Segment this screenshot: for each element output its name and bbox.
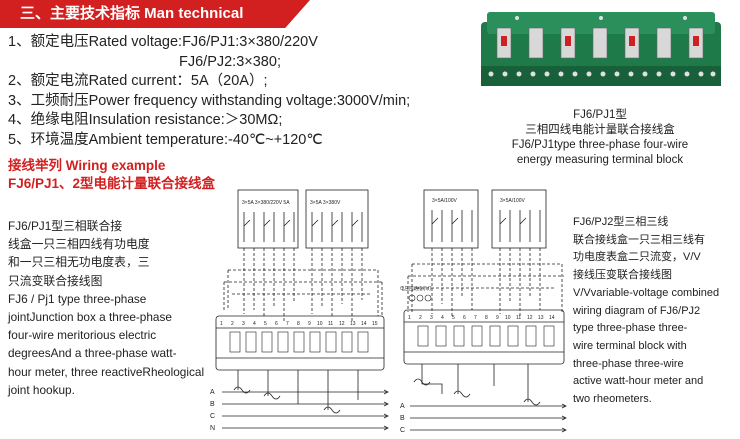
- terminal-number: 4: [253, 321, 256, 327]
- terminal-number: 3: [242, 321, 245, 327]
- left-desc-line: degreesAnd a three-phase watt-: [8, 346, 177, 361]
- phase-label-b: B: [400, 415, 405, 422]
- wiring-diagram-pj1: 3×5A 3×380/220V 5A 3×5A 3×380V 1 2 3 4 5…: [210, 189, 389, 432]
- phase-label-a: A: [210, 389, 215, 396]
- spec-list: 1、额定电压Rated voltage:FJ6/PJ1:3×380/220V F…: [8, 33, 418, 151]
- terminal-number: 11: [516, 315, 521, 321]
- right-desc-line: 功电度表盒二只流变，V/V: [573, 251, 701, 264]
- left-desc-line: joint hookup.: [8, 382, 75, 397]
- left-desc-line: FJ6 / Pj1 type three-phase: [8, 291, 147, 306]
- meter1-label-pj2: 3×5A/100V: [432, 198, 458, 204]
- terminal-number: 12: [527, 315, 533, 321]
- terminal-number: 12: [339, 321, 345, 327]
- right-desc-line: active watt-hour meter and: [573, 375, 704, 388]
- left-desc-line: jointJunction box a three-phase: [8, 310, 172, 325]
- left-desc-line: 和一只三相无功电度表，三: [8, 255, 150, 270]
- spec-temperature: 5、环境温度Ambient temperature:-40℃~+120℃: [8, 131, 323, 148]
- terminal-number: 5: [264, 321, 267, 327]
- spec-voltage: 1、额定电压Rated voltage:FJ6/PJ1:3×380/220V: [8, 34, 318, 50]
- terminal-number: 13: [350, 321, 356, 327]
- phase-label-c: C: [210, 413, 215, 420]
- terminal-number: 15: [372, 321, 378, 327]
- right-desc-line: 接线压变联合接线图: [573, 269, 672, 282]
- right-description: FJ6/PJ2型三相三线 联合接线盒一只三相三线有 功电度表盒二只流变，V/V …: [573, 214, 738, 409]
- terminal-block-pj2: [403, 309, 565, 365]
- right-desc-line: two rheometers.: [573, 393, 652, 406]
- section-banner: 三、主要技术指标 Man technical parameter: [0, 0, 310, 28]
- wiring-heading: 接线举列 Wiring example FJ6/PJ1、2型电能计量联合接线盒: [8, 157, 215, 193]
- meter-reactive-pj2: [491, 189, 547, 249]
- meter1-label: 3×5A 3×380/220V 5A: [242, 200, 290, 206]
- product-caption: FJ6/PJ1型 三相四线电能计量联合接线盒 FJ6/PJ1type three…: [470, 108, 730, 168]
- right-desc-line: FJ6/PJ2型三相三线: [573, 216, 669, 228]
- phase-label-n: N: [210, 425, 215, 432]
- left-desc-line: FJ6/PJ1型三相联合接: [8, 219, 123, 233]
- wiring-heading-subtitle: FJ6/PJ1、2型电能计量联合接线盒: [8, 176, 216, 191]
- right-desc-line: type three-phase three-: [573, 322, 688, 335]
- spec-insulation: 4、绝缘电阻Insulation resistance:＞30MΩ;: [8, 112, 283, 129]
- terminal-number: 13: [538, 315, 544, 321]
- terminal-number: 2: [419, 315, 422, 321]
- meter-reactive: [305, 189, 369, 249]
- right-desc-line: 联合接线盒一只三相三线有: [573, 233, 705, 246]
- terminal-number: 8: [485, 315, 488, 321]
- product-name-en-1: FJ6/PJ1type three-phase four-wire: [511, 139, 689, 151]
- terminal-number: 4: [441, 315, 444, 321]
- terminal-number: 11: [328, 321, 333, 327]
- right-desc-line: wiring diagram of FJ6/PJ2: [573, 304, 701, 317]
- right-desc-line: wire terminal block with: [573, 339, 687, 352]
- left-desc-line: hour meter, three reactiveRheological: [8, 364, 205, 379]
- terminal-number: 1: [408, 315, 411, 321]
- spec-voltage-pj2: FJ6/PJ2:3×380;: [179, 53, 281, 70]
- left-desc-line: 只流变联合接线图: [8, 273, 103, 288]
- terminal-number: 7: [474, 315, 477, 321]
- terminal-number: 9: [308, 321, 311, 327]
- phase-label-c: C: [400, 427, 405, 434]
- phase-label-a: A: [400, 403, 405, 410]
- wiring-heading-title: 接线举列 Wiring example: [8, 158, 166, 173]
- phase-label-b: B: [210, 401, 215, 408]
- left-desc-line: four-wire meritorious electric: [8, 328, 157, 343]
- meter-active: [237, 189, 299, 249]
- terminal-number: 14: [549, 315, 555, 321]
- product-name-en-2: energy measuring terminal block: [516, 154, 684, 166]
- spec-current: 2、额定电流Rated current：5A（20A）;: [8, 73, 268, 90]
- product-model: FJ6/PJ1型: [573, 109, 627, 121]
- lamp-label: 电压回路指示灯: [400, 285, 432, 292]
- terminal-number: 14: [361, 321, 367, 327]
- terminal-number: 10: [505, 315, 511, 321]
- meter-active-pj2: [423, 189, 479, 249]
- left-desc-line: 线盒一只三相四线有功电度: [8, 237, 150, 252]
- terminal-number: 6: [463, 315, 466, 321]
- meter2-label-pj2: 3×5A/100V: [500, 198, 526, 204]
- meter2-label: 3×5A 3×380V: [310, 200, 341, 206]
- terminal-number: 8: [297, 321, 300, 327]
- terminal-number: 10: [317, 321, 323, 327]
- terminal-number: 6: [275, 321, 278, 327]
- left-description: FJ6/PJ1型三相联合接 线盒一只三相四线有功电度 和一只三相无功电度表，三 …: [8, 217, 208, 399]
- terminal-number: 9: [496, 315, 499, 321]
- right-desc-line: V/Vvariable-voltage combined: [573, 286, 720, 299]
- terminal-number: 3: [430, 315, 433, 321]
- product-name-cn: 三相四线电能计量联合接线盒: [525, 124, 675, 136]
- terminal-number: 1: [220, 321, 223, 327]
- terminal-block-photo: [481, 12, 721, 86]
- terminal-block-pj1: [215, 315, 385, 371]
- terminal-number: 2: [231, 321, 234, 327]
- terminal-number: 7: [286, 321, 289, 327]
- wiring-diagram-pj2: 3×5A/100V 3×5A/100V 电压回路指示灯 1 2 3 4 5 6 …: [400, 189, 567, 434]
- spec-withstand: 3、工频耐压Power frequency withstanding volta…: [8, 92, 411, 109]
- right-desc-line: three-phase three-wire: [573, 357, 684, 370]
- terminal-number: 5: [452, 315, 455, 321]
